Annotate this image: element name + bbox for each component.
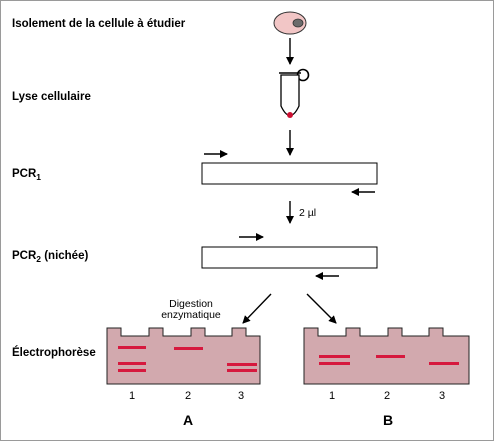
gel-a-lane3-band-top — [227, 363, 257, 366]
gel-b-lane3-band — [429, 362, 459, 365]
digestion-label-line1: Digestion — [169, 298, 213, 310]
gel-a — [106, 327, 261, 385]
digestion-label-line2: enzymatique — [161, 309, 221, 321]
gel-a-lane-label-2: 2 — [185, 390, 191, 402]
step-label-isolation: Isolement de la cellule à étudier — [12, 18, 186, 30]
gel-a-lane2-band — [174, 347, 203, 350]
gel-a-lane-label-3: 3 — [238, 390, 244, 402]
pcr2-dna-fragment — [201, 246, 378, 269]
arrow-to-gel-b — [306, 293, 337, 324]
gel-b-lane2-band — [376, 355, 405, 358]
step-label-pcr2: PCR2 (nichée) — [12, 250, 88, 264]
gel-b-lane-label-3: 3 — [439, 390, 445, 402]
step-label-electrophoresis: Électrophorèse — [12, 346, 96, 359]
step-label-lysis: Lyse cellulaire — [12, 91, 91, 103]
pcr1-dna-fragment — [201, 162, 378, 185]
gel-a-title: A — [183, 412, 193, 428]
arrow-to-gel-a — [242, 293, 272, 324]
gel-a-lane3-band-bottom — [227, 369, 257, 372]
gel-a-lane1-band-top — [118, 346, 146, 349]
gel-b-lane1-band-top — [319, 355, 350, 358]
gel-b-lane1-band-bottom — [319, 362, 350, 365]
gel-a-lane1-band-bottom — [118, 369, 146, 372]
gel-b — [303, 327, 470, 385]
volume-label: 2 µl — [299, 207, 316, 219]
gel-b-lane-label-1: 1 — [329, 390, 335, 402]
step-label-pcr1: PCR1 — [12, 168, 41, 182]
gel-a-lane-label-1: 1 — [129, 390, 135, 402]
gel-a-lane1-band-middle — [118, 362, 146, 365]
microtube-icon — [279, 68, 310, 118]
cell-icon — [273, 11, 307, 35]
gel-b-title: B — [383, 412, 393, 428]
gel-b-lane-label-2: 2 — [384, 390, 390, 402]
